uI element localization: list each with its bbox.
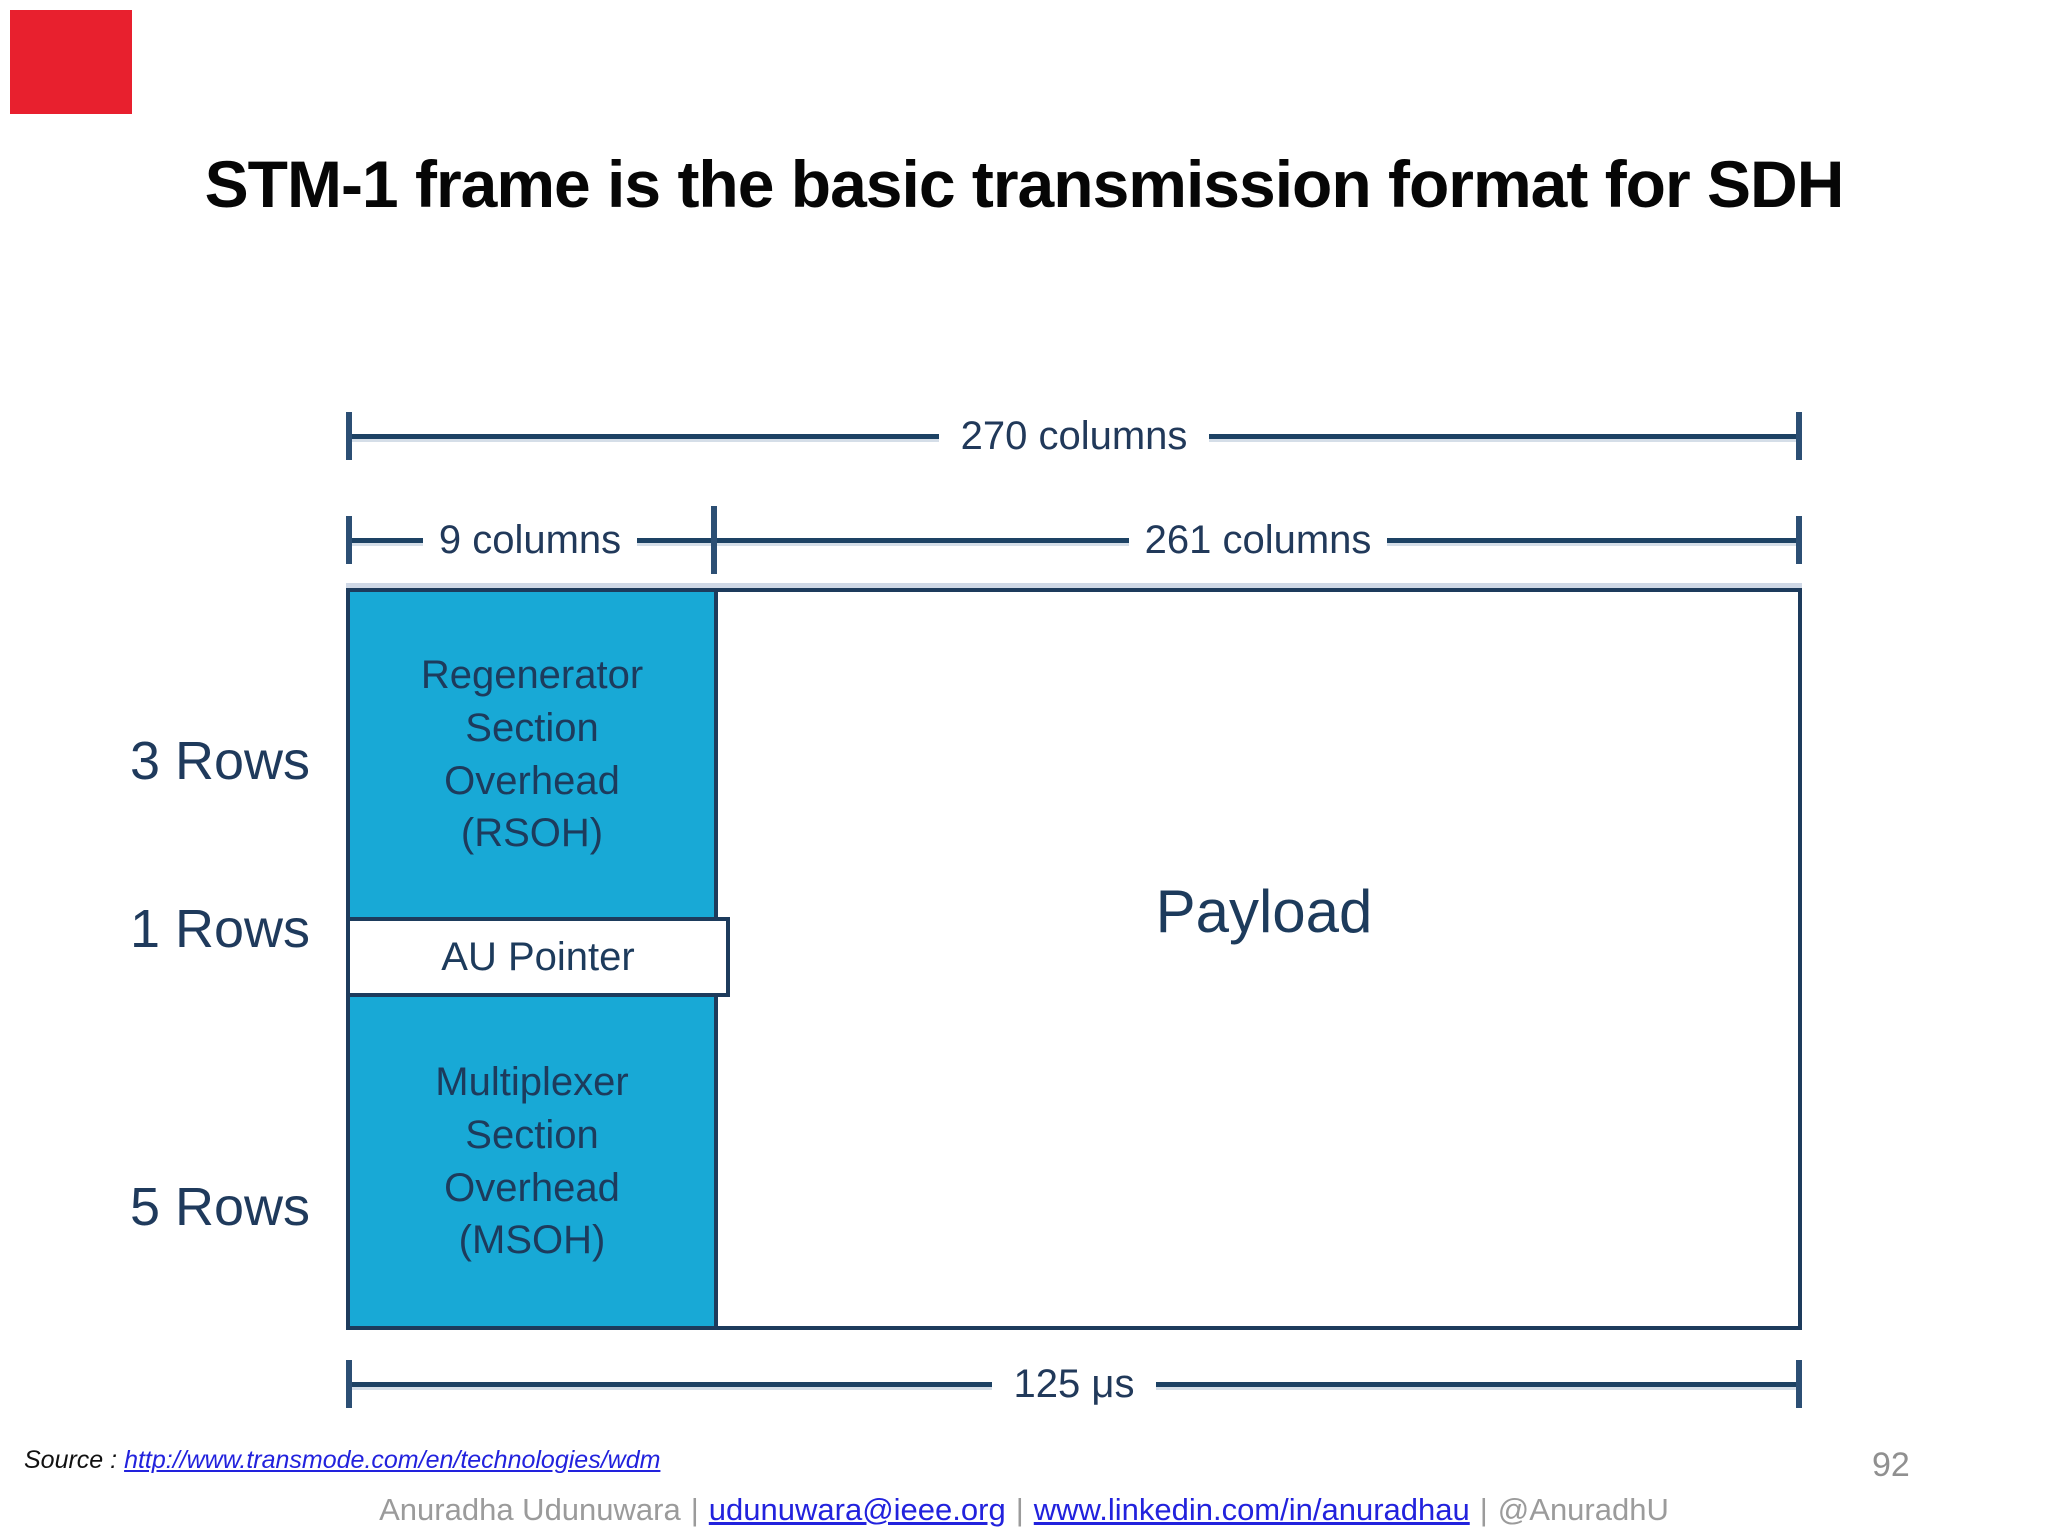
row-label-au: 1 Rows [129, 899, 311, 959]
dimension-line-overhead-payload: 9 columns 261 columns [346, 506, 1803, 574]
dimension-tick-right [1796, 412, 1802, 460]
msoh-block: Multiplexer Section Overhead (MSOH) [350, 997, 718, 1326]
dimension-label-270-columns: 270 columns [960, 413, 1188, 458]
dimension-label-261-columns: 261 columns [1144, 517, 1372, 562]
dimension-line-segment [637, 537, 714, 543]
dimension-tick-left [346, 516, 352, 564]
dimension-line-segment [346, 1381, 992, 1387]
dimension-tick-right [1796, 516, 1802, 564]
footer-separator: | [1479, 1492, 1488, 1527]
row-label-msoh: 5 Rows [129, 1177, 311, 1237]
dimension-tick-left [346, 1360, 352, 1408]
dimension-line-segment [1387, 537, 1803, 543]
dimension-line-segment [346, 537, 423, 543]
footer-twitter-handle: @AnuradhU [1497, 1492, 1669, 1527]
footer: Anuradha Udunuwara | udunuwara@ieee.org | ww… [0, 1492, 2048, 1528]
source-link[interactable]: http://www.transmode.com/en/technologies… [124, 1446, 661, 1474]
dimension-tick-left [346, 412, 352, 460]
page-number: 92 [1872, 1446, 1910, 1484]
template-red-accent-bar [10, 10, 132, 114]
dimension-tick-middle [711, 506, 717, 574]
au-pointer-block: AU Pointer [350, 917, 730, 997]
payload-label: Payload [1155, 877, 1373, 945]
slide-title: STM-1 frame is the basic transmission fo… [204, 147, 1845, 221]
footer-separator: | [690, 1492, 699, 1527]
dimension-label-125us: 125 μs [1013, 1361, 1135, 1406]
dimension-label-9-columns: 9 columns [438, 517, 622, 562]
row-label-rsoh: 3 Rows [129, 731, 311, 791]
source-citation: Source : http://www.transmode.com/en/tec… [24, 1446, 660, 1475]
source-prefix: Source : [24, 1446, 125, 1474]
dimension-line-total-width: 270 columns [346, 412, 1803, 460]
stm1-frame: Regenerator Section Overhead (RSOH) AU P… [346, 583, 1802, 1330]
footer-separator: | [1015, 1492, 1024, 1527]
dimension-line-segment [1156, 1381, 1802, 1387]
footer-author-name: Anuradha Udunuwara [379, 1492, 681, 1527]
au-pointer-label: AU Pointer [441, 934, 635, 979]
dimension-overhead-span: 9 columns [346, 518, 714, 563]
dimension-line-frame-duration: 125 μs [346, 1360, 1802, 1408]
msoh-block-label: Multiplexer Section Overhead (MSOH) [435, 1059, 629, 1263]
footer-email-link[interactable]: udunuwara@ieee.org [708, 1492, 1006, 1527]
dimension-payload-span: 261 columns [714, 517, 1803, 563]
rsoh-block: Regenerator Section Overhead (RSOH) [350, 592, 718, 917]
dimension-line-segment [1209, 433, 1803, 439]
dimension-line-segment [346, 433, 939, 439]
dimension-tick-right [1796, 1360, 1802, 1408]
dimension-line-segment [714, 537, 1129, 543]
footer-linkedin-link[interactable]: www.linkedin.com/in/anuradhau [1033, 1492, 1470, 1527]
payload-area: Payload [730, 592, 1798, 1326]
rsoh-block-label: Regenerator Section Overhead (RSOH) [420, 652, 644, 856]
